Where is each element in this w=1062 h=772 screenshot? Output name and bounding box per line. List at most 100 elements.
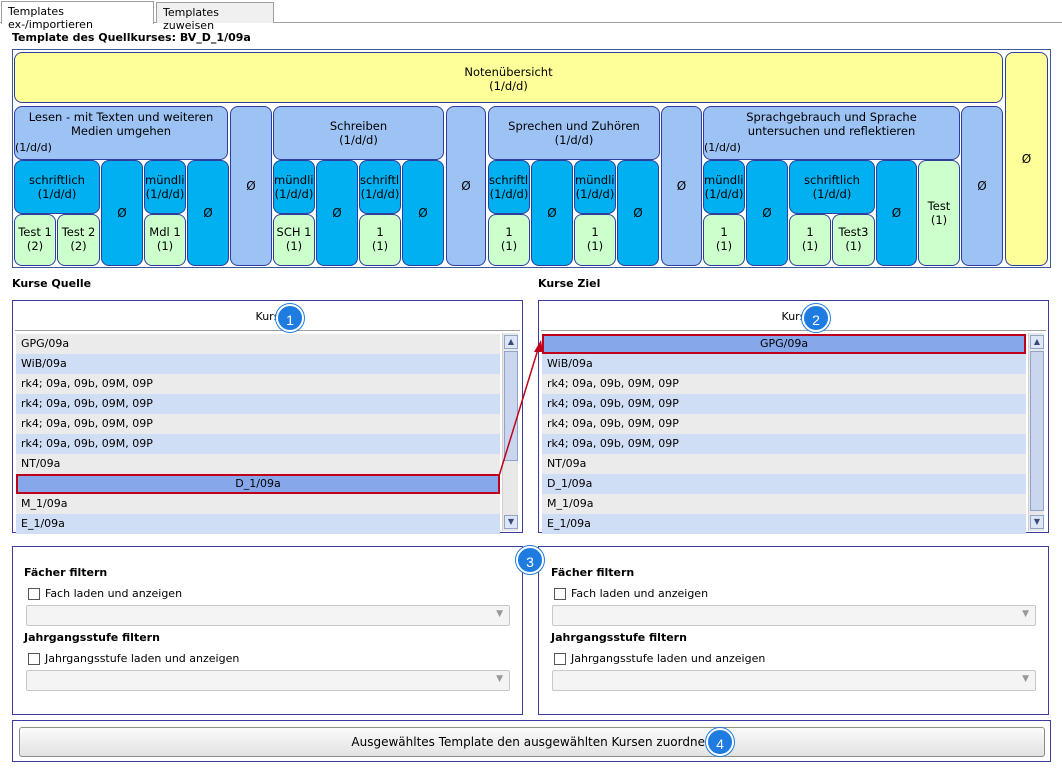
leaf-node[interactable]: Test 1(2) [14,214,56,266]
group-average-node[interactable]: Ø [876,160,917,266]
scroll-thumb[interactable] [504,351,518,461]
section-node-sprachgebrauch[interactable]: Sprachgebrauch und Sprache untersuchen u… [703,106,960,160]
node-label: schriftlich [360,173,400,187]
section-node-lesen[interactable]: Lesen - mit Texten und weiteren Medien u… [14,106,228,160]
leaf-node[interactable]: 1(1) [703,214,745,266]
leaf-node[interactable]: SCH 1(1) [273,214,315,266]
group-average-node[interactable]: Ø [531,160,573,266]
section-average-node[interactable]: Ø [661,106,702,266]
list-item[interactable]: M_1/09a [16,494,500,514]
group-node[interactable]: schriftlich(1/d/d) [789,160,875,214]
chevron-down-icon: ▼ [496,674,503,684]
tab-templates-export-import[interactable]: Templates ex-/importieren [1,1,154,31]
grade-filter-title: Jahrgangsstufe filtern [24,631,160,644]
leaf-node[interactable]: Test(1) [918,160,960,266]
list-item[interactable]: rk4; 09a, 09b, 09M, 09P [16,394,500,414]
subject-select[interactable]: ▼ [26,605,510,626]
list-item[interactable]: NT/09a [16,454,500,474]
group-average-node[interactable]: Ø [187,160,229,266]
scroll-up-icon[interactable]: ▲ [504,335,518,349]
root-average-node[interactable]: Ø [1005,52,1048,266]
list-item[interactable]: rk4; 09a, 09b, 09M, 09P [542,374,1026,394]
subject-filter-checkbox[interactable] [28,588,40,600]
group-node[interactable]: schriftlich(1/d/d) [14,160,100,214]
section-average-node[interactable]: Ø [446,106,486,266]
node-label: Test 1 [18,225,52,239]
grade-select[interactable]: ▼ [26,670,510,691]
list-item[interactable]: rk4; 09a, 09b, 09M, 09P [542,394,1026,414]
scroll-thumb[interactable] [1030,351,1044,511]
avg-symbol: Ø [461,179,471,193]
grade-filter-checkbox[interactable] [554,653,566,665]
list-item[interactable]: rk4; 09a, 09b, 09M, 09P [16,374,500,394]
scroll-down-icon[interactable]: ▼ [1030,515,1044,529]
group-node[interactable]: mündlich(1/d/d) [574,160,616,214]
scroll-down-icon[interactable]: ▼ [504,515,518,529]
node-label: 1 [720,225,728,239]
leaf-node[interactable]: 1(1) [488,214,530,266]
button-label: Ausgewähltes Template den ausgewählten K… [351,735,713,749]
list-item[interactable]: D_1/09a [542,474,1026,494]
source-filter-panel: Fächer filtern Fach laden und anzeigen ▼… [12,546,523,715]
leaf-node[interactable]: 1(1) [789,214,831,266]
column-header-kurs: Kurs [255,310,280,323]
list-item-selected[interactable]: GPG/09a [542,334,1026,354]
group-average-node[interactable]: Ø [316,160,358,266]
list-item[interactable]: rk4; 09a, 09b, 09M, 09P [16,434,500,454]
list-item-selected[interactable]: D_1/09a [16,474,500,494]
scroll-up-icon[interactable]: ▲ [1030,335,1044,349]
subject-filter-checkbox[interactable] [554,588,566,600]
leaf-node[interactable]: Test 2(2) [57,214,100,266]
group-average-node[interactable]: Ø [746,160,788,266]
list-item[interactable]: GPG/09a [16,334,500,354]
list-item[interactable]: rk4; 09a, 09b, 09M, 09P [542,434,1026,454]
list-item[interactable]: M_1/09a [542,494,1026,514]
list-item[interactable]: WiB/09a [16,354,500,374]
tab-templates-assign[interactable]: Templates zuweisen [156,2,274,32]
list-item[interactable]: E_1/09a [16,514,500,534]
chevron-down-icon: ▼ [1022,609,1029,619]
group-node[interactable]: schriftlich(1/d/d) [359,160,401,214]
grade-filter-title: Jahrgangsstufe filtern [551,631,687,644]
leaf-node[interactable]: 1(1) [574,214,616,266]
section-average-node[interactable]: Ø [961,106,1003,266]
column-header-kurs: Kurs [781,310,806,323]
section-node-schreiben[interactable]: Schreiben (1/d/d) [273,106,444,160]
target-list-header[interactable]: Kurs [541,303,1046,331]
group-average-node[interactable]: Ø [101,160,143,266]
node-code: (1/d/d) [554,133,594,147]
node-label: Lesen - mit Texten und weiteren Medien u… [28,110,214,138]
list-item[interactable]: E_1/09a [542,514,1026,534]
avg-symbol: Ø [676,179,687,193]
grade-select[interactable]: ▼ [552,670,1036,691]
node-label: 1 [806,225,814,239]
arrow-head-icon [534,340,543,352]
list-item[interactable]: rk4; 09a, 09b, 09M, 09P [542,414,1026,434]
leaf-node[interactable]: 1(1) [359,214,401,266]
list-item[interactable]: WiB/09a [542,354,1026,374]
step-badge-4: 4 [706,728,734,756]
tab-bar: Templates ex-/importieren Templates zuwe… [0,0,1062,32]
avg-symbol: Ø [891,206,902,220]
section-average-node[interactable]: Ø [230,106,272,266]
tree-root-node[interactable]: Notenübersicht (1/d/d) [14,52,1003,103]
target-scrollbar[interactable]: ▲ ▼ [1028,333,1044,531]
group-node[interactable]: schriftlich(1/d/d) [488,160,530,214]
template-tree: Notenübersicht (1/d/d) Ø Lesen - mit Tex… [12,49,1051,268]
list-item[interactable]: NT/09a [542,454,1026,474]
source-list-header[interactable]: Kurs [15,303,520,331]
leaf-node[interactable]: Mdl 1(1) [144,214,186,266]
leaf-node[interactable]: Test3(1) [832,214,875,266]
group-average-node[interactable]: Ø [402,160,444,266]
section-node-sprechen[interactable]: Sprechen und Zuhören (1/d/d) [488,106,660,160]
group-average-node[interactable]: Ø [617,160,659,266]
list-item[interactable]: rk4; 09a, 09b, 09M, 09P [16,414,500,434]
subject-select[interactable]: ▼ [552,605,1036,626]
source-scrollbar[interactable]: ▲ ▼ [502,333,518,531]
grade-filter-checkbox[interactable] [28,653,40,665]
node-code: (2) [26,239,44,253]
group-node[interactable]: mündlich(1/d/d) [144,160,186,214]
group-node[interactable]: mündlich(1/d/d) [703,160,745,214]
assign-template-button[interactable]: Ausgewähltes Template den ausgewählten K… [19,727,1045,757]
group-node[interactable]: mündlich(1/d/d) [273,160,315,214]
